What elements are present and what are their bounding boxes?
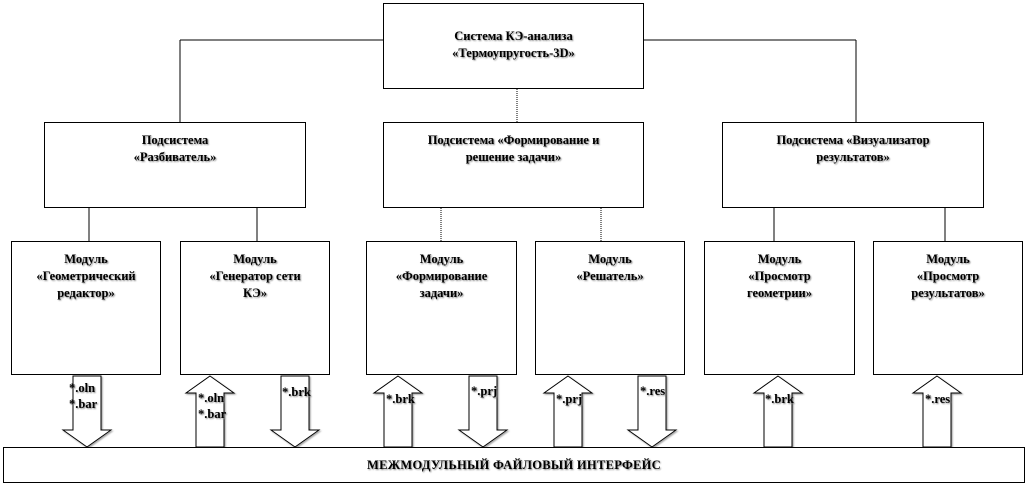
flow-label: *.brk [765,392,794,406]
module-label-line2: «Решатель» [576,269,644,283]
flow-arrow-up [372,375,424,448]
subsystem-splitter-box: Подсистема «Разбиватель» [44,122,306,208]
file-interface-bus: МЕЖМОДУЛЬНЫЙ ФАЙЛОВЫЙ ИНТЕРФЕЙС [3,447,1025,483]
module-label-line1: Модуль [757,252,802,266]
flow-label: *.res [925,392,951,406]
subsystem-label-line2: решение задачи» [465,150,562,164]
module-mesh-generator-box: Модуль «Генератор сети КЭ» [180,241,330,375]
module-label-line1: Модуль [926,252,970,266]
subsystem-label-line1: Подсистема [141,133,209,147]
module-label-line3: задачи» [419,286,464,300]
flow-arrow-down [269,375,321,448]
subsystem-task-box: Подсистема «Формирование и решение задач… [383,122,644,208]
root-system-box: Система КЭ-анализа «Термоупругость-3D» [383,3,644,89]
flow-label: *.prj [556,392,583,406]
module-label-line2: «Формирование [395,269,488,283]
flow-arrow-up [542,375,594,448]
root-title-line1: Система КЭ-анализа [454,29,573,43]
module-results-viewer-box: Модуль «Просмотр результатов» [873,241,1023,375]
module-label-line1: Модуль [233,252,277,266]
flow-arrow-down [61,375,113,448]
flow-arrow-up [911,375,963,448]
module-solver-box: Модуль «Решатель» [535,241,685,375]
flow-label: *.res [640,384,666,398]
subsystem-label-line2: результатов» [816,150,890,164]
module-geometry-editor-box: Модуль «Геометрический редактор» [11,241,161,375]
module-label-line3: геометрии» [746,286,813,300]
module-label-line1: Модуль [64,252,108,266]
root-title-line2: «Термоупругость-3D» [452,46,575,60]
module-label-line3: результатов» [911,286,985,300]
module-label-line1: Модуль [588,252,632,266]
flow-label: *.oln *.bar [69,381,98,411]
module-label-line3: редактор» [57,286,115,300]
module-label-line2: «Геометрический [36,269,136,283]
module-geometry-viewer-box: Модуль «Просмотр геометрии» [704,241,855,375]
flow-label: *.brk [282,385,311,399]
flow-arrow-down [457,375,509,448]
module-label-line1: Модуль [419,252,464,266]
subsystem-label-line1: Подсистема «Визуализатор [776,133,930,147]
module-task-formation-box: Модуль «Формирование задачи» [366,241,517,375]
subsystem-visualizer-box: Подсистема «Визуализатор результатов» [722,122,984,208]
flow-label: *.oln *.bar [198,391,227,421]
module-label-line2: «Генератор сети [209,269,301,283]
flow-arrow-down [626,375,678,448]
module-label-line2: «Просмотр [748,269,811,283]
subsystem-label-line2: «Разбиватель» [133,150,217,164]
module-label-line3: КЭ» [243,286,267,300]
flow-label: *.brk [386,392,415,406]
subsystem-label-line1: Подсистема «Формирование и [427,133,600,147]
flow-arrow-up [752,375,804,448]
module-label-line2: «Просмотр [916,269,980,283]
flow-label: *.prj [471,384,498,398]
